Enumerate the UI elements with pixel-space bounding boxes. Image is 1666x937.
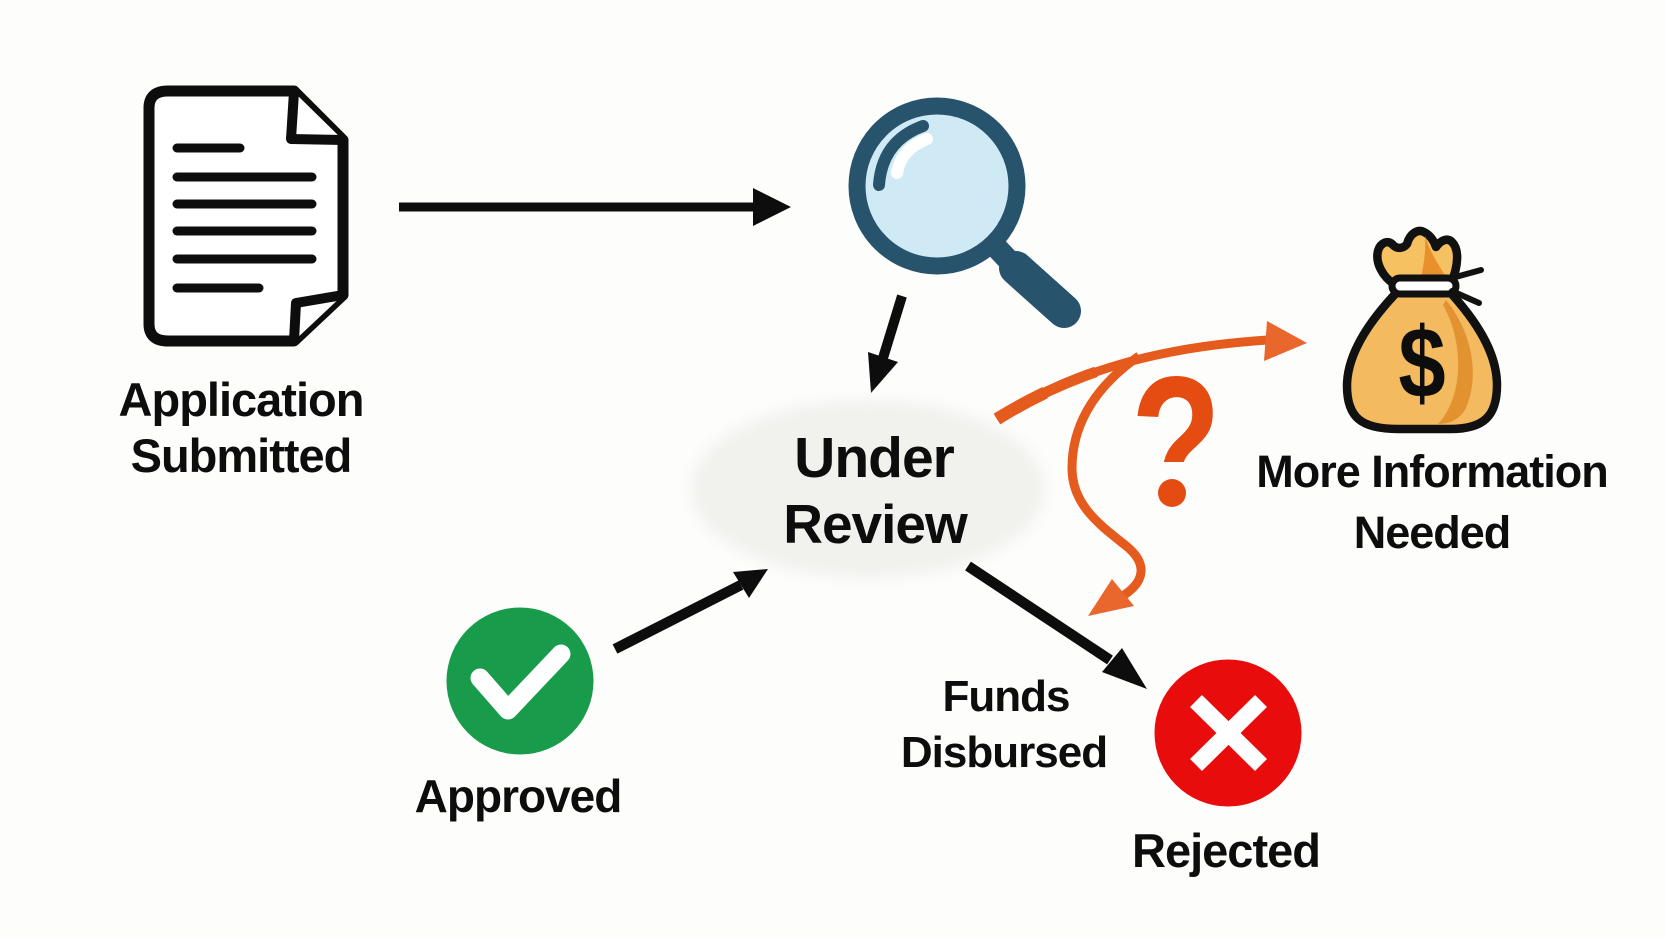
svg-text:Needed: Needed (1354, 507, 1511, 558)
svg-text:Review: Review (783, 493, 968, 555)
svg-text:Under: Under (794, 426, 955, 490)
svg-text:$: $ (1398, 306, 1445, 418)
svg-text:Submitted: Submitted (131, 429, 352, 482)
svg-text:Funds: Funds (943, 672, 1070, 721)
svg-text:?: ? (1131, 337, 1222, 550)
svg-text:Disbursed: Disbursed (901, 728, 1107, 777)
svg-text:Application: Application (119, 373, 364, 426)
svg-text:Approved: Approved (415, 770, 622, 822)
svg-text:Rejected: Rejected (1132, 824, 1320, 877)
svg-text:More Information: More Information (1256, 446, 1608, 497)
